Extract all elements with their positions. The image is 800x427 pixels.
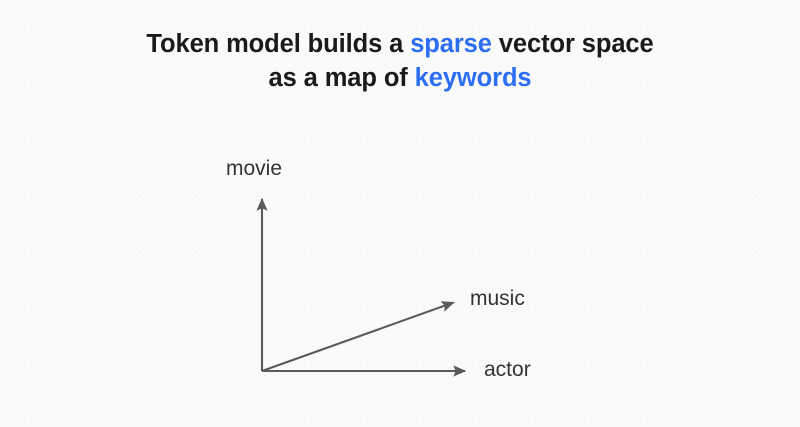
title-line-1: Token model builds a sparse vector space	[0, 27, 800, 61]
title-highlight-keywords: keywords	[414, 64, 532, 92]
page-title: Token model builds a sparse vector space…	[0, 27, 800, 95]
title-line1-text-1: Token model builds a	[146, 30, 411, 58]
axis-label-movie: movie	[226, 157, 283, 180]
title-line2-text-1: as a map of	[268, 64, 415, 92]
axis-label-actor: actor	[484, 358, 531, 381]
diagonal-vector-arrow	[261, 301, 455, 372]
title-line-2: as a map of keywords	[0, 61, 800, 95]
title-line1-text-2: vector space	[491, 30, 654, 58]
title-highlight-sparse: sparse	[410, 30, 492, 58]
axis-label-music: music	[470, 287, 525, 310]
